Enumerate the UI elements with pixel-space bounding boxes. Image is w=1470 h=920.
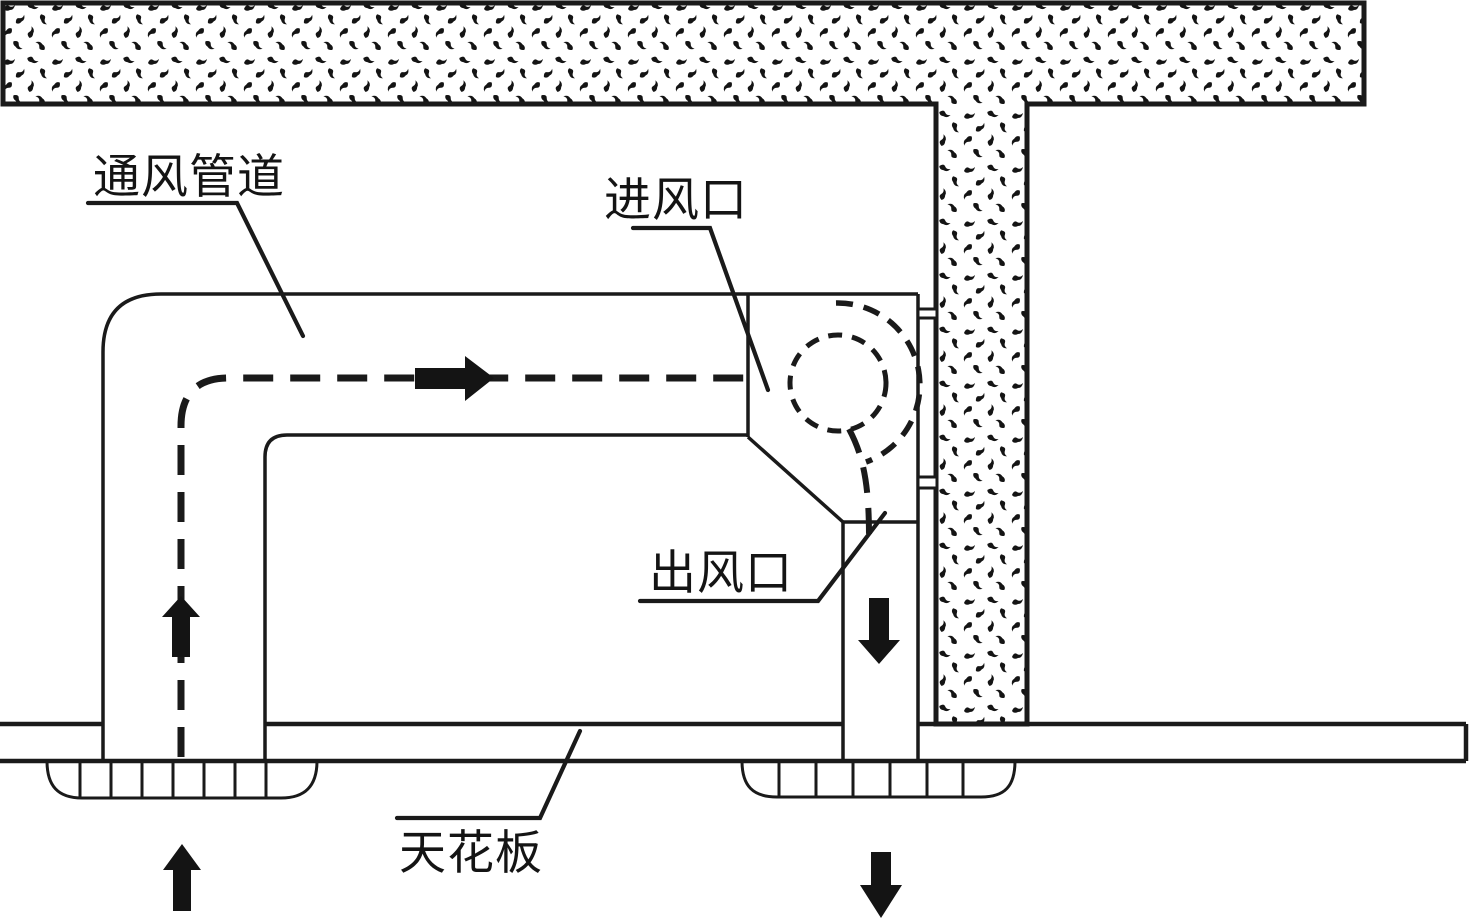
label-air-outlet: 出风口 [649, 548, 793, 600]
arrow-up-below-ceiling-icon [163, 844, 201, 911]
intake-grille-fins [78, 761, 268, 797]
duct-transition-diagonal [746, 435, 845, 524]
leader-ventilation-duct [85, 200, 306, 339]
outlet-grille-fins [777, 761, 965, 796]
airflow-dashed-line [177, 374, 745, 757]
intake-grille-body [45, 760, 319, 800]
arrow-down-below-ceiling-icon [860, 852, 902, 918]
label-ventilation-duct: 通风管道 [93, 152, 285, 204]
outlet-grille [740, 760, 1017, 799]
arrow-right-icon [415, 356, 494, 401]
arrow-down-in-outlet-icon [858, 598, 900, 664]
ceiling-board [0, 721, 1469, 764]
fan-impeller-icon [787, 332, 889, 434]
leader-air-outlet [637, 510, 888, 604]
wall-bracket-top [916, 307, 939, 320]
duct-inner-wall [263, 433, 748, 761]
leader-ceiling [394, 728, 583, 821]
duct-outer-wall [101, 292, 918, 761]
fan-outlet-flow-curve [846, 427, 872, 538]
label-ceiling: 天花板 [399, 828, 543, 880]
leader-lines [85, 200, 888, 821]
label-air-inlet: 进风口 [604, 175, 748, 227]
concrete-slab-and-column [0, 0, 1367, 727]
arrow-up-in-duct-icon [162, 596, 200, 657]
intake-grille [45, 760, 319, 800]
fan-volute-arc [835, 300, 923, 465]
flow-arrows [162, 356, 902, 918]
wall-bracket-bottom [916, 475, 939, 490]
leader-air-inlet [630, 225, 771, 393]
outlet-grille-body [740, 760, 1017, 799]
